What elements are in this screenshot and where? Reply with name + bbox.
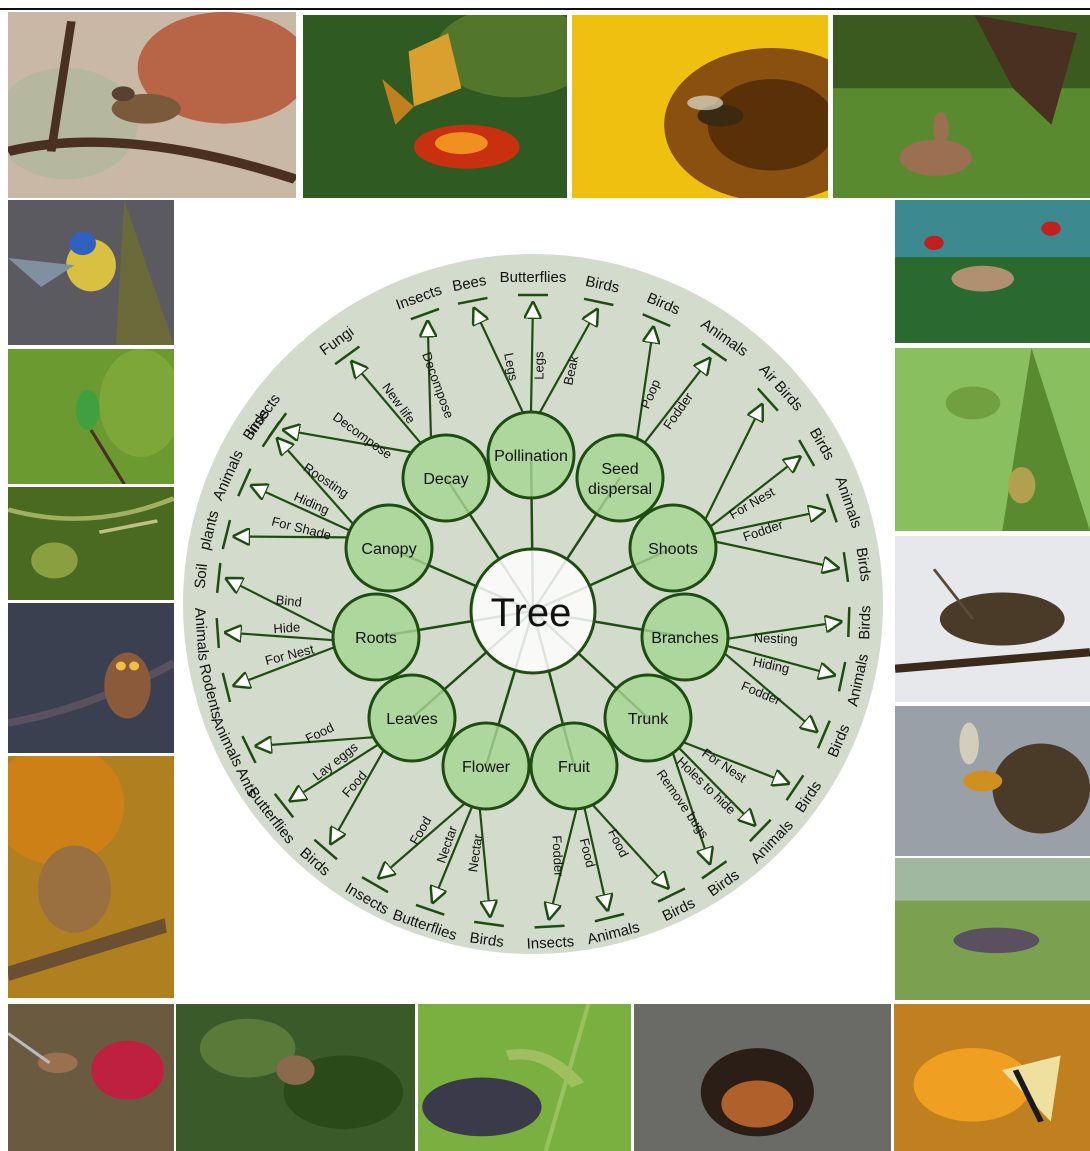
node-label: Fruit [558, 759, 591, 776]
target-label: Soil [192, 563, 212, 590]
caterpillar-leaf-photo [418, 1004, 631, 1151]
sparrow-photo [8, 12, 296, 198]
foliage-photo [176, 1004, 415, 1151]
node-label: Pollination [494, 448, 568, 465]
node-trunk: Trunk [605, 675, 691, 761]
eagle-rabbit-photo [833, 15, 1090, 198]
node-label: Canopy [361, 541, 416, 558]
butterfly-photo [303, 15, 567, 198]
node-roots: Roots [333, 594, 419, 680]
link-label: Fodder [549, 835, 566, 878]
node-pollination: Pollination [488, 412, 574, 498]
nest-photo [895, 536, 1090, 702]
bird-bee-photo [895, 706, 1090, 856]
target-label: Butterflies [500, 269, 567, 286]
weaver-nest-photo [8, 487, 174, 600]
owl-photo [8, 603, 174, 753]
top-border [0, 8, 1090, 10]
robin-photo [8, 756, 174, 998]
center-label: Tree [491, 591, 572, 635]
node-label: dispersal [588, 481, 652, 498]
node-seed-dispersal: Seed dispersal [577, 435, 663, 521]
node-label: Branches [651, 630, 719, 647]
target-label: Insects [526, 933, 574, 952]
node-canopy: Canopy [346, 505, 432, 591]
ground-bird-photo [895, 858, 1090, 1000]
node-label: Decay [423, 471, 468, 488]
bee-sunflower-photo [572, 15, 828, 198]
parakeet-photo [895, 348, 1090, 531]
node-leaves: Leaves [369, 675, 455, 761]
target-label: Birds [856, 605, 874, 640]
node-fruit: Fruit [531, 723, 617, 809]
node-label: Shoots [648, 541, 698, 558]
link-label: Hide [273, 619, 301, 636]
node-flower: Flower [443, 723, 529, 809]
squirrel-hollow-photo [634, 1004, 891, 1151]
node-decay: Decay [403, 435, 489, 521]
node-label: Seed [601, 461, 638, 478]
node-label: Leaves [386, 711, 438, 728]
link-label: Legs [531, 351, 546, 380]
swallowtail-photo [894, 1004, 1090, 1151]
bee-eater-photo [8, 349, 174, 484]
link-label: Bind [275, 592, 302, 610]
node-branches: Branches [642, 594, 728, 680]
node-label: Flower [462, 759, 511, 776]
tree-interaction-diagram: FungiNew lifeInsectsDecomposeInsectsDeco… [176, 200, 893, 1000]
node-label: Roots [355, 630, 397, 647]
hummingbird-photo [8, 1004, 174, 1151]
node-label: Trunk [628, 711, 669, 728]
blue-tit-photo [8, 200, 174, 345]
waxwing-photo [895, 200, 1090, 343]
link-label: Nesting [753, 630, 798, 647]
node-shoots: Shoots [630, 505, 716, 591]
